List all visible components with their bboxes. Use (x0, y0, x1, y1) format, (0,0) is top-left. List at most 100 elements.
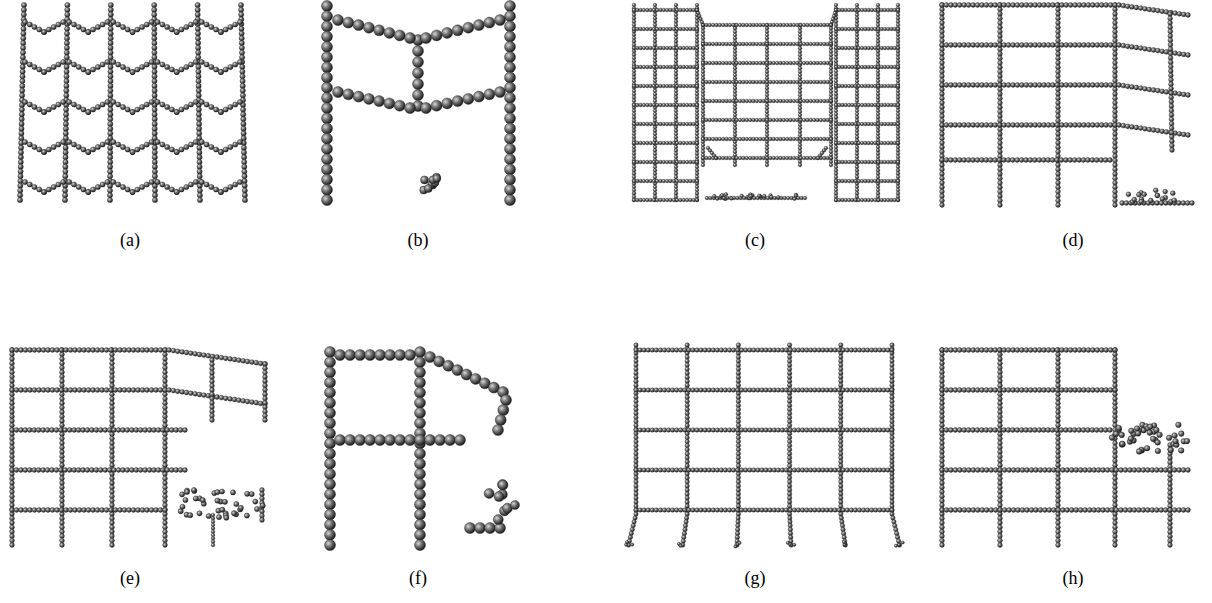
particle (896, 56, 900, 60)
particle (653, 188, 657, 192)
particle (107, 197, 112, 202)
particle (76, 64, 81, 69)
particle (689, 179, 693, 183)
particle (829, 61, 833, 65)
particle (646, 122, 650, 126)
particle (701, 147, 705, 151)
particle (108, 74, 113, 79)
particle (715, 80, 719, 84)
particle (855, 152, 859, 156)
particle (834, 185, 838, 189)
particle (152, 26, 157, 31)
particle (632, 160, 636, 164)
particle (672, 160, 676, 164)
particle (733, 133, 737, 137)
particle (701, 90, 705, 94)
particle (896, 165, 900, 169)
particle (108, 7, 113, 12)
particle (649, 27, 653, 31)
particle (855, 89, 859, 93)
particle (107, 193, 112, 198)
particle (883, 160, 887, 164)
particle (829, 70, 833, 74)
particle (42, 69, 47, 74)
particle (632, 165, 636, 169)
particle (95, 184, 100, 189)
particle (659, 65, 663, 69)
particle (632, 56, 636, 60)
particle (108, 83, 113, 88)
particle (672, 8, 676, 12)
particle (197, 150, 202, 155)
particle (239, 7, 244, 12)
particle (812, 23, 816, 27)
particle (695, 119, 699, 123)
particle (855, 99, 859, 103)
particle (819, 42, 823, 46)
particle (876, 89, 880, 93)
particle (67, 179, 72, 184)
particle (728, 23, 732, 27)
particle (632, 33, 636, 37)
particle (632, 132, 636, 136)
particle (135, 147, 140, 152)
particle (152, 2, 157, 7)
particle (877, 103, 881, 107)
particle (665, 46, 669, 50)
particle (701, 33, 705, 37)
particle (21, 12, 26, 17)
particle (851, 198, 855, 202)
particle (812, 137, 816, 141)
particle (152, 117, 157, 122)
particle (829, 37, 833, 41)
particle (765, 163, 769, 167)
particle (662, 179, 666, 183)
particle (18, 150, 23, 155)
particle (19, 121, 24, 126)
particle (188, 62, 193, 67)
particle (653, 89, 657, 93)
particle (659, 8, 663, 12)
particle (653, 96, 657, 100)
particle (144, 182, 149, 187)
particle (792, 118, 796, 122)
particle (32, 184, 37, 189)
particle (742, 118, 746, 122)
particle (241, 131, 246, 136)
particle (857, 103, 861, 107)
particle (876, 112, 880, 116)
particle (834, 160, 838, 164)
particle (32, 144, 37, 149)
particle (322, 103, 333, 114)
particle (632, 96, 636, 100)
particle (809, 80, 813, 84)
particle (721, 137, 725, 141)
particle (735, 61, 739, 65)
particle (653, 59, 657, 63)
particle (632, 195, 636, 199)
particle (20, 79, 25, 84)
particle (765, 50, 769, 54)
particle (755, 99, 759, 103)
particle (669, 65, 673, 69)
particle (160, 62, 165, 67)
particle (413, 57, 424, 68)
particle (682, 198, 686, 202)
particle (867, 160, 871, 164)
particle (100, 142, 105, 147)
particle (829, 163, 833, 167)
particle (769, 42, 773, 46)
particle (834, 59, 838, 63)
particle (705, 137, 709, 141)
particle (384, 27, 395, 38)
particle (239, 45, 244, 50)
particle (855, 56, 859, 60)
particle (742, 99, 746, 103)
particle (896, 16, 900, 20)
particle (867, 141, 871, 145)
particle (636, 198, 640, 202)
particle (214, 147, 219, 152)
particle (653, 132, 657, 136)
particle (752, 118, 756, 122)
particle (876, 43, 880, 47)
